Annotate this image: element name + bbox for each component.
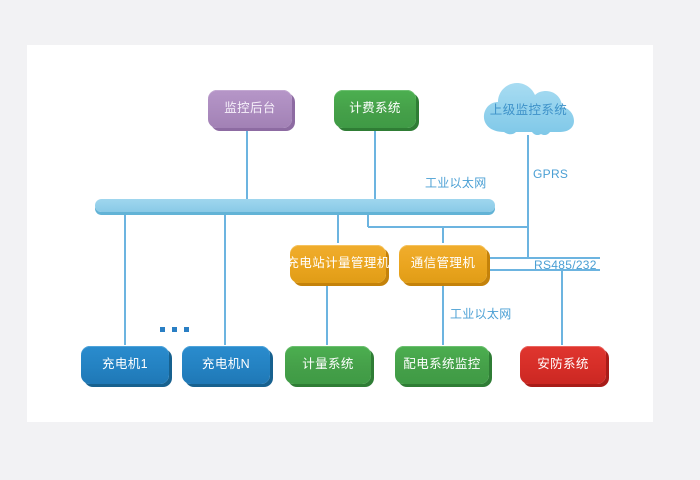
node-billing-system[interactable]: 计费系统 bbox=[334, 90, 416, 128]
node-label: 监控后台 bbox=[224, 101, 276, 116]
label-rs485: RS485/232 bbox=[534, 258, 597, 272]
node-security-system[interactable]: 安防系统 bbox=[520, 346, 606, 384]
node-label: 计费系统 bbox=[349, 101, 401, 116]
node-label: 充电站计量管理机 bbox=[286, 256, 390, 271]
node-charger-1[interactable]: 充电机1 bbox=[81, 346, 169, 384]
ellipsis-dot bbox=[160, 327, 165, 332]
cloud-icon bbox=[483, 83, 574, 136]
ellipsis-dot bbox=[184, 327, 189, 332]
ellipsis-dot bbox=[172, 327, 177, 332]
node-label: 充电机N bbox=[201, 357, 251, 372]
node-charger-n[interactable]: 充电机N bbox=[182, 346, 270, 384]
node-label: 配电系统监控 bbox=[403, 357, 481, 372]
industrial-ethernet-bus bbox=[95, 199, 495, 212]
node-label: 安防系统 bbox=[537, 357, 589, 372]
node-label: 充电机1 bbox=[101, 357, 149, 372]
label-industrial-ethernet-top: 工业以太网 bbox=[425, 176, 487, 190]
node-label: 通信管理机 bbox=[410, 256, 476, 271]
node-station-metering-manager[interactable]: 充电站计量管理机 bbox=[286, 245, 389, 283]
node-monitoring-backend[interactable]: 监控后台 bbox=[208, 90, 292, 128]
node-distribution-monitoring[interactable]: 配电系统监控 bbox=[395, 346, 489, 384]
charger-ellipsis bbox=[160, 327, 189, 332]
node-label: 计量系统 bbox=[302, 357, 354, 372]
upper-monitoring-cloud[interactable]: 上级监控系统 bbox=[480, 80, 577, 136]
label-gprs: GPRS bbox=[533, 167, 569, 181]
cloud-label: 上级监控系统 bbox=[489, 102, 568, 117]
node-metering-system[interactable]: 计量系统 bbox=[285, 346, 371, 384]
label-industrial-ethernet-bottom: 工业以太网 bbox=[450, 307, 512, 321]
node-communication-manager[interactable]: 通信管理机 bbox=[399, 245, 487, 283]
